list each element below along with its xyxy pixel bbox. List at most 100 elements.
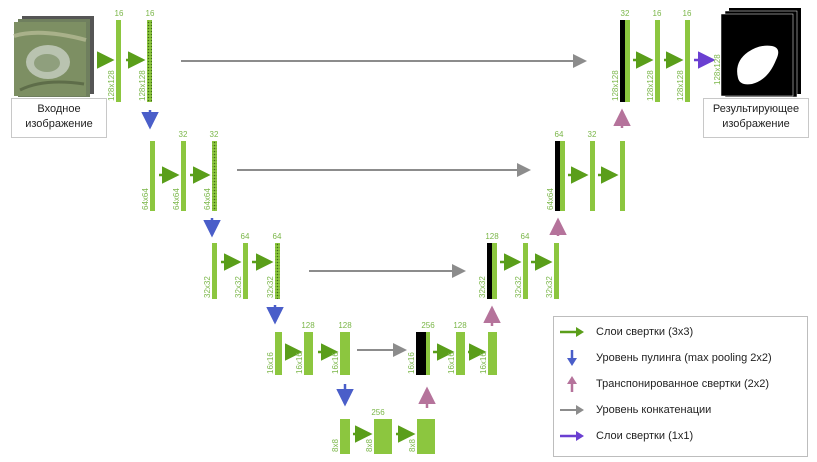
layer-2-4 [560, 141, 565, 211]
concat-block-4 [416, 332, 426, 375]
channel-label: 64 [241, 232, 250, 241]
output-image [720, 8, 801, 98]
layer-4-2 [304, 332, 313, 375]
legend-label: Слои свертки (1x1) [596, 430, 694, 442]
layer-2-3 [212, 141, 217, 211]
size-label: 32x32 [203, 276, 212, 298]
legend-label: Слои свертки (3x3) [596, 326, 694, 338]
size-label: 64x64 [546, 188, 555, 210]
concat-block-1 [620, 20, 625, 102]
upconv-arrows [418, 108, 631, 408]
layer-1-5 [685, 20, 690, 102]
concat-block-3 [487, 243, 492, 299]
layer-2-5 [590, 141, 595, 211]
legend-item-upconv: Транспонированное свертки (2x2) [558, 373, 769, 395]
legend-label: Уровень конкатенации [596, 404, 712, 416]
channel-label: 64 [555, 130, 564, 139]
size-label: 128x128 [713, 54, 722, 85]
purple-arrow-right-icon [560, 431, 584, 441]
green-arrow-right-icon [560, 327, 584, 337]
size-label: 16x16 [479, 352, 488, 374]
channel-label: 128 [338, 321, 352, 330]
gray-arrow-right-icon [560, 405, 584, 415]
channel-label: 16 [653, 9, 662, 18]
size-label: 16x16 [331, 352, 340, 374]
size-label: 8x8 [365, 439, 374, 452]
input-image [13, 16, 94, 97]
layer-2-1 [150, 141, 155, 211]
blue-arrow-down-icon [567, 350, 577, 366]
layer-1-2 [147, 20, 152, 102]
layer-4-4 [426, 332, 430, 375]
output-caption-text: Результирующее изображение [712, 103, 800, 130]
size-label: 128x128 [676, 70, 685, 101]
channel-label: 32 [210, 130, 219, 139]
size-labels: 128x128 128x128 128x128 128x128 128x128 … [107, 54, 722, 452]
legend-item-concat: Уровень конкатенации [558, 399, 711, 421]
layer-4-6 [488, 332, 497, 375]
channel-label: 64 [273, 232, 282, 241]
size-label: 16x16 [407, 352, 416, 374]
size-label: 32x32 [478, 276, 487, 298]
layer-4-1 [275, 332, 282, 375]
size-label: 32x32 [545, 276, 554, 298]
layer-1-3 [625, 20, 630, 102]
layer-3-6 [554, 243, 559, 299]
channel-label: 16 [683, 9, 692, 18]
legend-item-conv1x1: Слои свертки (1x1) [558, 425, 693, 447]
layer-3-5 [523, 243, 528, 299]
size-label: 16x16 [295, 352, 304, 374]
input-caption-text: Входное изображение [25, 103, 93, 130]
size-label: 8x8 [408, 439, 417, 452]
size-label: 128x128 [611, 70, 620, 101]
layer-5-3 [417, 419, 435, 454]
legend: Слои свертки (3x3) Уровень пулинга (max … [553, 316, 808, 457]
size-label: 8x8 [331, 439, 340, 452]
channel-label: 32 [179, 130, 188, 139]
size-label: 64x64 [203, 188, 212, 210]
layer-3-4 [492, 243, 497, 299]
layer-3-2 [243, 243, 248, 299]
size-label: 32x32 [514, 276, 523, 298]
layer-4-3 [340, 332, 350, 375]
channel-label: 256 [421, 321, 435, 330]
channel-label: 128 [301, 321, 315, 330]
size-label: 32x32 [234, 276, 243, 298]
size-label: 128x128 [107, 70, 116, 101]
size-label: 16x16 [447, 352, 456, 374]
size-label: 128x128 [138, 70, 147, 101]
layer-1-4 [655, 20, 660, 102]
size-label: 64x64 [172, 188, 181, 210]
layer-2-2 [181, 141, 186, 211]
concat-block-2 [555, 141, 560, 211]
layer-1-1 [116, 20, 121, 102]
legend-item-pooling: Уровень пулинга (max pooling 2x2) [558, 347, 772, 369]
legend-label: Уровень пулинга (max pooling 2x2) [596, 352, 772, 364]
concat-arrows [181, 54, 587, 357]
layer-3-1 [212, 243, 217, 299]
pink-arrow-up-icon [567, 376, 577, 392]
size-label: 16x16 [266, 352, 275, 374]
layer-5-2 [374, 419, 392, 454]
channel-label: 256 [371, 408, 385, 417]
legend-label: Транспонированное свертки (2x2) [596, 378, 770, 390]
channel-label: 32 [588, 130, 597, 139]
size-label: 32x32 [266, 276, 275, 298]
layer-4-5 [456, 332, 465, 375]
pool-arrows [141, 110, 354, 407]
channel-label: 16 [146, 9, 155, 18]
channel-label: 16 [115, 9, 124, 18]
channel-label: 32 [621, 9, 630, 18]
conv-arrows [97, 51, 684, 443]
size-label: 128x128 [646, 70, 655, 101]
channel-label: 64 [521, 232, 530, 241]
channel-labels: 16 16 32 16 16 32 32 64 32 64 64 128 64 … [115, 9, 692, 417]
layer-3-3 [275, 243, 280, 299]
channel-label: 128 [485, 232, 499, 241]
layer-2-6 [620, 141, 625, 211]
input-caption: Входное изображение [11, 98, 107, 138]
output-caption: Результирующее изображение [703, 98, 809, 138]
legend-item-conv3x3: Слои свертки (3x3) [558, 321, 693, 343]
